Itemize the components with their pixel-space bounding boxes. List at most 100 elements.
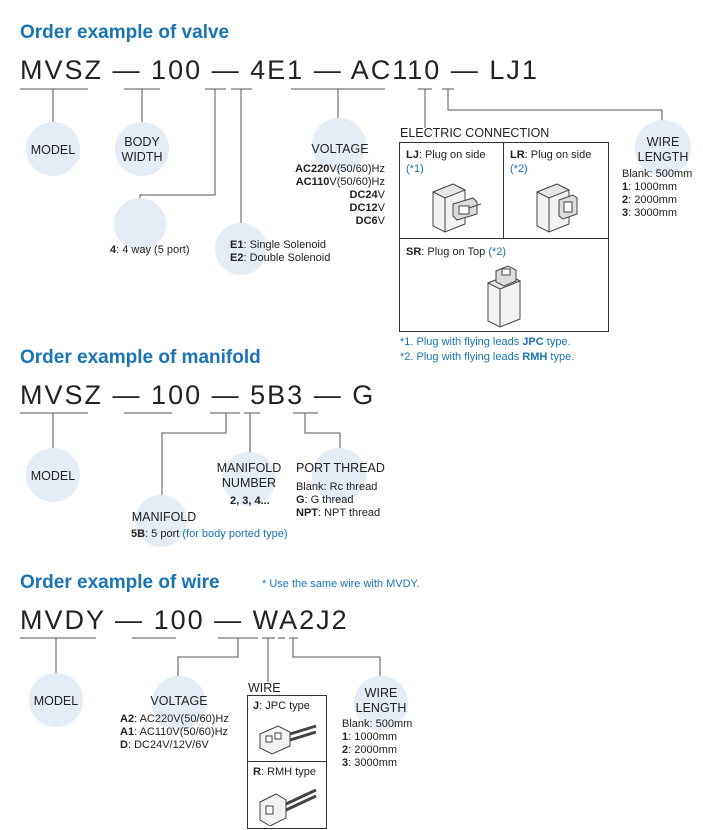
model-label: MODEL — [33, 694, 79, 708]
way-circle — [114, 198, 166, 250]
connection-lj-note: (*1) — [406, 163, 424, 175]
port-thread-circle — [312, 448, 366, 502]
wire-box-rmh: R: RMH type — [247, 761, 327, 829]
code-body-width: 100 — [153, 605, 205, 635]
voltage-label: VOLTAGE — [311, 142, 369, 156]
wire-length-option: 2: 2000mm — [342, 744, 398, 756]
wire-rmh-label: R: RMH type — [253, 766, 316, 778]
wire-jpc-label: J: JPC type — [253, 700, 310, 712]
connection-lr-label: LR: Plug on side — [510, 149, 592, 161]
port-thread-option: Blank: Rc thread — [296, 481, 378, 493]
code-separator: — — [313, 380, 343, 410]
code-manifold-type: 5B3 — [250, 380, 305, 410]
connection-box-sr: SR: Plug on Top (*2) — [399, 238, 609, 332]
wire-length-option: 2: 2000mm — [622, 194, 678, 206]
plug-side-rmh-icon — [535, 183, 578, 233]
solenoid-options: E1: Single Solenoid E2: Double Solenoid — [230, 239, 330, 265]
manifold-section-title: Order example of manifold — [20, 347, 261, 368]
model-circle — [26, 448, 80, 502]
wire-note: * Use the same wire with MVDY. — [262, 578, 420, 590]
body-width-circle — [115, 122, 169, 176]
jpc-connector-icon — [259, 724, 317, 755]
connection-sr-label: SR: Plug on Top (*2) — [406, 246, 507, 258]
manifold-number-circle — [222, 452, 276, 506]
plug-side-jpc-icon — [431, 183, 482, 233]
manifold-option: 5B: 5 port (for body ported type) — [131, 528, 288, 540]
code-separator: — — [112, 55, 142, 85]
wire-length-circle — [354, 676, 408, 730]
voltage-option: A1: AC110V(50/60)Hz — [120, 726, 229, 738]
code-port-thread: G — [352, 380, 376, 410]
voltage-circle — [312, 118, 366, 172]
code-separator: — — [450, 55, 480, 85]
manifold-number-values: 2, 3, 4... — [230, 495, 270, 507]
code-separator: — — [214, 605, 244, 635]
wire-length-circle — [635, 120, 691, 176]
footnote: *1. Plug with flying leads JPC type. — [400, 336, 571, 348]
port-thread-label: PORT THREAD — [296, 461, 385, 475]
voltage-circle — [152, 676, 206, 730]
footnote: *2. Plug with flying leads RMH type. — [400, 351, 575, 363]
way-option: 4: 4 way (5 port) — [110, 244, 190, 256]
code-model: MVSZ — [20, 380, 104, 410]
wire-length-option: 3: 3000mm — [622, 207, 678, 219]
wire-length-label: WIRE LENGTH — [637, 135, 689, 164]
code-separator: — — [211, 380, 241, 410]
model-circle — [29, 673, 83, 727]
connection-lr-note: (*2) — [510, 163, 528, 175]
voltage-option: D: DC24V/12V/6V — [120, 739, 209, 751]
voltage-option: DC12V — [349, 202, 385, 214]
code-wire-type: WA2J2 — [252, 605, 349, 635]
rmh-connector-icon — [259, 788, 317, 826]
wire-voltage-options: A2: AC220V(50/60)Hz A1: AC110V(50/60)Hz … — [120, 713, 229, 752]
code-model: MVDY — [20, 605, 106, 635]
solenoid-option: E1: Single Solenoid — [230, 239, 327, 251]
wire-box-jpc: J: JPC type — [247, 695, 327, 763]
code-ports: 4E1 — [250, 55, 305, 85]
voltage-label: VOLTAGE — [150, 694, 208, 708]
voltage-option: DC6V — [355, 215, 385, 227]
valve-order-code: MVSZ — 100 — 4E1 — AC110 — LJ1 — [20, 55, 539, 86]
connection-box-lr: LR: Plug on side (*2) — [503, 142, 609, 240]
electric-connection-label: ELECTRIC CONNECTION — [400, 126, 550, 140]
wire-length-label: WIRE LENGTH — [355, 686, 407, 715]
code-model: MVSZ — [20, 55, 104, 85]
voltage-option: AC220V(50/60)Hz — [295, 163, 385, 175]
voltage-option: DC24V — [349, 189, 385, 201]
connection-lj-label: LJ: Plug on side — [406, 149, 486, 161]
code-separator: — — [313, 55, 343, 85]
code-separator: — — [211, 55, 241, 85]
manifold-number-label: MANIFOLD NUMBER — [216, 461, 282, 490]
model-circle — [26, 122, 80, 176]
code-connection: LJ1 — [489, 55, 539, 85]
port-thread-option: NPT: NPT thread — [296, 507, 381, 519]
solenoid-circle — [215, 223, 267, 275]
code-body-width: 100 — [151, 380, 203, 410]
body-width-label: BODY WIDTH — [121, 135, 163, 164]
wire-section-title: Order example of wire — [20, 572, 220, 593]
code-separator: — — [115, 605, 145, 635]
plug-top-icon — [486, 265, 522, 328]
voltage-options: AC220V(50/60)Hz AC110V(50/60)Hz DC24V DC… — [270, 163, 385, 228]
manifold-circle — [135, 495, 187, 547]
voltage-option: AC110V(50/60)Hz — [295, 176, 385, 188]
model-label: MODEL — [30, 469, 76, 483]
wire-length-option: 1: 1000mm — [342, 731, 398, 743]
manifold-label: MANIFOLD — [131, 510, 197, 524]
model-label: MODEL — [30, 143, 76, 157]
wire-length-option: Blank: 500mm — [622, 168, 693, 180]
wire-length-option: 1: 1000mm — [622, 181, 678, 193]
voltage-option: A2: AC220V(50/60)Hz — [120, 713, 229, 725]
code-voltage: AC110 — [350, 55, 442, 85]
code-separator: — — [112, 380, 142, 410]
wire-label: WIRE — [248, 681, 281, 695]
wire-length-options: Blank: 500mm 1: 1000mm 2: 2000mm 3: 3000… — [342, 718, 412, 770]
port-thread-option: G: G thread — [296, 494, 354, 506]
wire-order-code: MVDY — 100 — WA2J2 — [20, 605, 349, 636]
footnotes: *1. Plug with flying leads JPC type. *2.… — [400, 335, 574, 365]
connection-box-lj: LJ: Plug on side (*1) — [399, 142, 505, 240]
solenoid-option: E2: Double Solenoid — [230, 252, 331, 264]
wire-length-options: Blank: 500mm 1: 1000mm 2: 2000mm 3: 3000… — [622, 168, 692, 220]
wire-length-option: Blank: 500mm — [342, 718, 413, 730]
